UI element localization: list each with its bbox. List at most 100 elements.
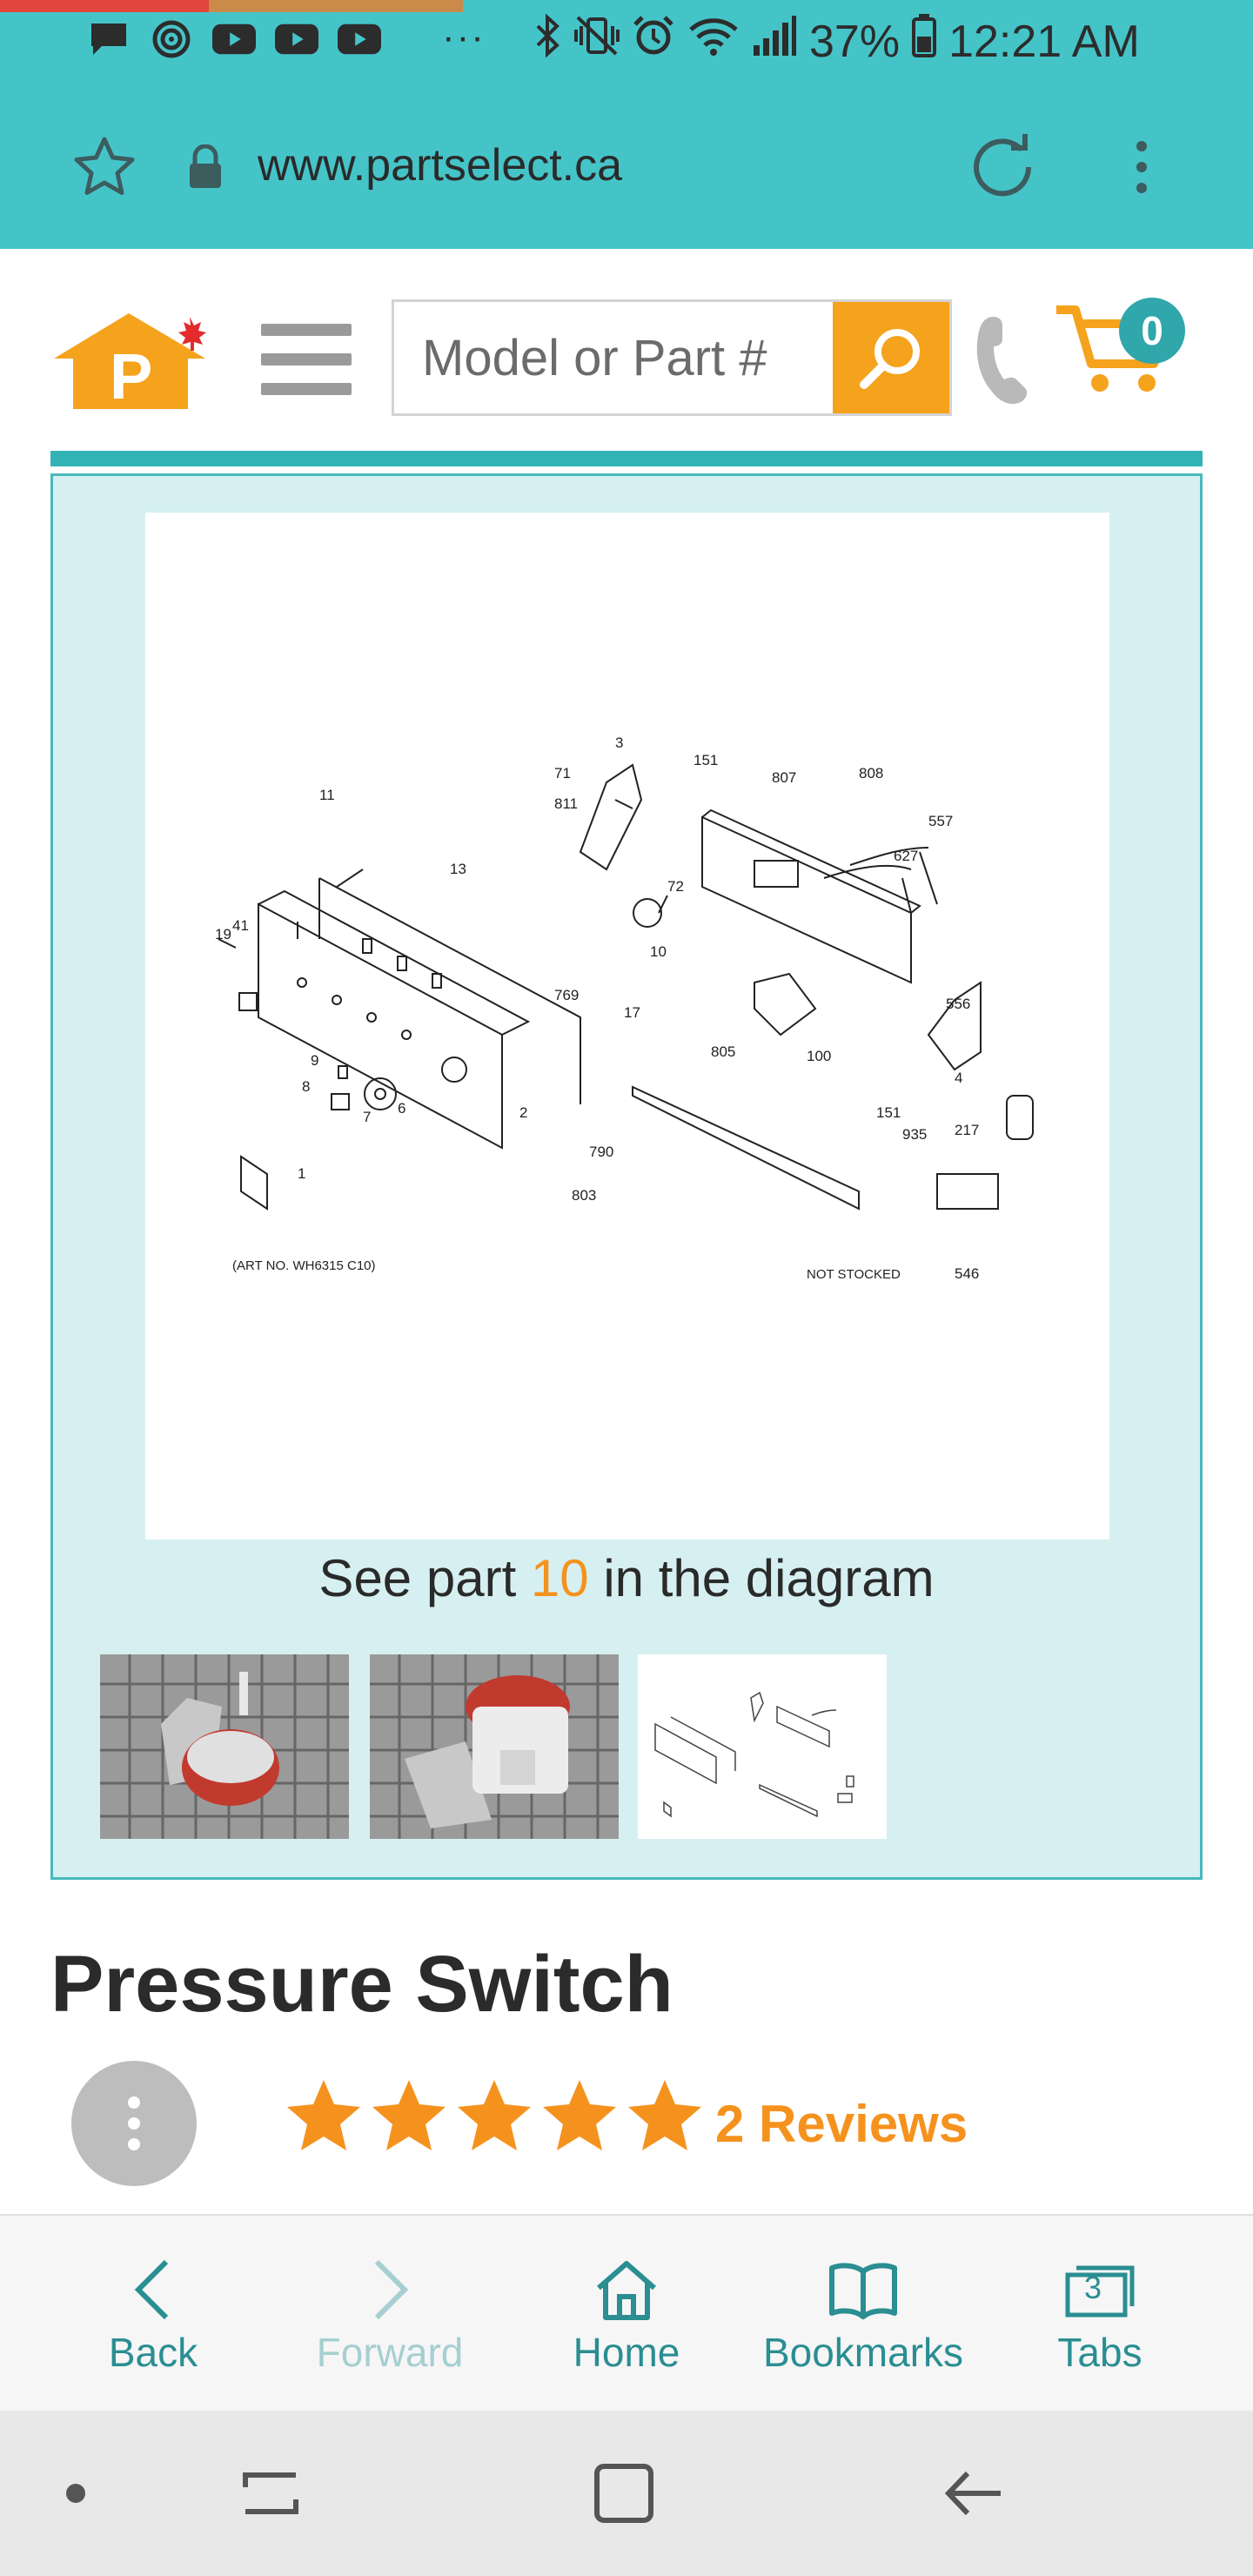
svg-text:2: 2	[519, 1104, 527, 1121]
youtube-icon	[212, 19, 256, 59]
svg-text:151: 151	[694, 752, 718, 768]
svg-text:8: 8	[302, 1078, 310, 1095]
svg-text:557: 557	[928, 813, 953, 829]
more-dot	[128, 2138, 140, 2150]
cart-count-badge: 0	[1119, 298, 1185, 364]
clock: 12:21 AM	[948, 16, 1140, 67]
star-icon	[543, 2080, 616, 2150]
tab-count: 3	[1084, 2270, 1102, 2305]
search-icon	[860, 329, 920, 389]
caption-prefix: See part	[318, 1549, 531, 1607]
signal-app-icon	[150, 19, 193, 59]
svg-text:805: 805	[711, 1043, 735, 1060]
svg-text:4: 4	[955, 1070, 962, 1086]
diagram-caption: See part 10 in the diagram	[53, 1548, 1200, 1608]
site-header: P 0	[0, 249, 1253, 449]
svg-text:556: 556	[946, 996, 970, 1012]
more-options-button[interactable]	[71, 2061, 197, 2186]
reload-icon[interactable]	[968, 129, 1037, 203]
browser-menu-icon[interactable]	[1131, 139, 1152, 199]
parts-diagram[interactable]: 3 151 807 808 71 811 11 557 627 13 72 10…	[145, 513, 1109, 1540]
system-status: 37% 12:21 AM	[533, 13, 1140, 69]
svg-text:769: 769	[554, 987, 579, 1003]
bookmarks-button[interactable]: Bookmarks	[750, 2251, 976, 2376]
recent-apps-icon[interactable]	[240, 2461, 301, 2530]
search-button[interactable]	[833, 302, 949, 413]
svg-text:17: 17	[624, 1004, 640, 1021]
menu-hamburger-icon[interactable]	[261, 324, 352, 413]
alarm-icon	[632, 14, 675, 69]
header-divider	[50, 451, 1203, 466]
svg-text:100: 100	[807, 1048, 831, 1064]
home-button[interactable]: Home	[513, 2251, 740, 2376]
svg-text:19: 19	[215, 926, 231, 943]
more-dot	[128, 2117, 140, 2130]
svg-text:151: 151	[876, 1104, 901, 1121]
wifi-icon	[687, 14, 740, 69]
chevron-right-icon	[277, 2251, 503, 2329]
svg-text:11: 11	[319, 787, 335, 803]
svg-text:935: 935	[902, 1126, 927, 1143]
youtube-icon	[275, 19, 318, 59]
svg-text:P: P	[110, 340, 152, 411]
lock-icon	[186, 144, 224, 194]
bookmark-star-icon[interactable]	[73, 136, 136, 201]
rating-stars	[284, 2076, 705, 2155]
svg-text:627: 627	[894, 848, 918, 864]
svg-text:808: 808	[859, 765, 883, 782]
product-title: Pressure Switch	[50, 1940, 673, 2029]
back-button[interactable]: Back	[40, 2251, 266, 2376]
search-input[interactable]	[394, 302, 833, 413]
battery-percent: 37%	[809, 16, 901, 67]
tabs-button[interactable]: 3 Tabs	[987, 2251, 1213, 2376]
status-bar: ··· 37% 12:21 AM	[0, 0, 1253, 84]
thumbnail-diagram[interactable]	[638, 1654, 887, 1839]
partselect-logo[interactable]: P	[50, 310, 221, 415]
diagram-art-number: (ART NO. WH6315 C10)	[232, 1258, 376, 1273]
svg-text:6: 6	[398, 1100, 405, 1117]
svg-text:71: 71	[554, 765, 571, 782]
back-nav-icon[interactable]	[941, 2461, 1006, 2530]
svg-text:10: 10	[650, 943, 667, 960]
youtube-icon	[338, 19, 381, 59]
page-load-progress	[0, 0, 463, 12]
star-icon	[372, 2080, 446, 2150]
chevron-left-icon	[40, 2251, 266, 2329]
svg-text:811: 811	[554, 795, 578, 812]
search-box	[392, 299, 952, 416]
android-navigation-bar	[0, 2411, 1253, 2576]
tabs-icon: 3	[987, 2251, 1213, 2329]
message-icon	[87, 19, 131, 59]
svg-text:7: 7	[363, 1109, 371, 1125]
star-icon	[458, 2080, 531, 2150]
cell-signal-icon	[752, 14, 797, 69]
tabs-label: Tabs	[1057, 2330, 1142, 2375]
more-dot	[128, 2096, 140, 2109]
caption-suffix: in the diagram	[588, 1549, 935, 1607]
svg-text:41: 41	[232, 917, 249, 934]
home-label: Home	[573, 2330, 680, 2375]
phone-icon[interactable]	[975, 312, 1035, 412]
bookmarks-icon	[750, 2251, 976, 2329]
svg-text:790: 790	[589, 1144, 613, 1160]
nav-dot-icon[interactable]	[66, 2484, 85, 2503]
forward-label: Forward	[316, 2330, 464, 2375]
thumbnail-photo-2[interactable]	[370, 1654, 619, 1839]
svg-text:9: 9	[311, 1052, 318, 1069]
notification-icons	[87, 19, 381, 59]
reviews-link[interactable]: 2 Reviews	[715, 2095, 968, 2153]
home-icon	[513, 2251, 740, 2329]
forward-button[interactable]: Forward	[277, 2251, 503, 2376]
svg-text:546: 546	[955, 1265, 979, 1282]
svg-text:3: 3	[615, 735, 623, 751]
thumbnail-photo-1[interactable]	[100, 1654, 349, 1839]
star-icon	[287, 2080, 360, 2150]
caption-part-number: 10	[530, 1549, 589, 1607]
bookmarks-label: Bookmarks	[762, 2330, 964, 2375]
product-image-gallery: 3 151 807 808 71 811 11 557 627 13 72 10…	[50, 473, 1203, 1880]
browser-bottom-bar: Back Forward Home Bookmarks 3 Tabs	[0, 2214, 1253, 2411]
url-address[interactable]: www.partselect.ca	[258, 140, 623, 191]
more-notifications-indicator: ···	[442, 16, 486, 58]
home-nav-icon[interactable]	[592, 2461, 656, 2530]
browser-url-bar: www.partselect.ca	[0, 84, 1253, 249]
